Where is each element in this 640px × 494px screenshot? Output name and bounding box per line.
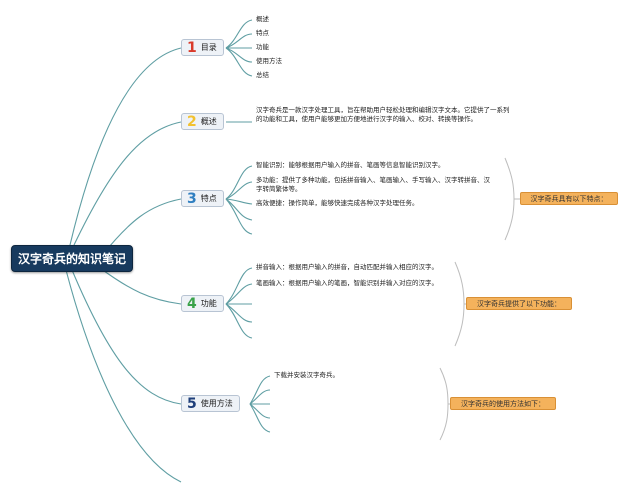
summary-4[interactable]: 汉字奇兵提供了以下功能： (466, 297, 572, 310)
leaf-1-2[interactable]: 特点 (256, 29, 269, 37)
bracket-5 (439, 367, 449, 441)
branch-node-1[interactable]: 1 目录 (181, 39, 224, 56)
branch-label-4: 功能 (200, 299, 217, 308)
branch-label-2: 概述 (200, 117, 217, 126)
leaf-5-1[interactable]: 下载并安装汉字奇兵。 (274, 371, 339, 379)
edge-root-5 (71, 269, 182, 405)
branch-number-3: 3 (187, 190, 197, 207)
leaf-4-2[interactable]: 笔画输入：根据用户输入的笔画，智能识别并输入对应的汉字。 (256, 279, 438, 287)
edge-root-2 (73, 121, 182, 246)
summary-5[interactable]: 汉字奇兵的使用方法如下： (450, 397, 556, 410)
edge-root-6 (65, 269, 182, 483)
leaf-1-1[interactable]: 概述 (256, 15, 269, 23)
bracket-4 (454, 261, 465, 347)
bracket-3 (504, 157, 515, 241)
leaf-3-1[interactable]: 智能识别：能够根据用户输入的拼音、笔画等信息智能识别汉字。 (256, 161, 445, 169)
branch-node-2[interactable]: 2 概述 (181, 113, 224, 130)
branch-label-1: 目录 (200, 43, 217, 52)
overview-text[interactable]: 汉字奇兵是一款汉字处理工具，旨在帮助用户轻松处理和编辑汉字文本。它提供了一系列的… (256, 106, 510, 123)
summary-3[interactable]: 汉字奇兵具有以下特点： (520, 192, 618, 205)
leaf-1-4[interactable]: 使用方法 (256, 57, 282, 65)
leaf-4-1[interactable]: 拼音输入：根据用户输入的拼音，自动匹配并输入相应的汉字。 (256, 263, 438, 271)
branch-node-3[interactable]: 3 特点 (181, 190, 224, 207)
leaf-3-2[interactable]: 多功能：提供了多种功能，包括拼音输入、笔画输入、手写输入、汉字转拼音、汉字转简繁… (256, 176, 490, 193)
edge-root-1 (69, 47, 182, 246)
leaf-3-3[interactable]: 高效便捷：操作简单，能够快速完成各种汉字处理任务。 (256, 199, 419, 207)
root-label: 汉字奇兵的知识笔记 (17, 252, 126, 266)
branch-number-2: 2 (187, 113, 197, 130)
leaf-1-5[interactable]: 总结 (256, 71, 269, 79)
leaf-1-3[interactable]: 功能 (256, 43, 269, 51)
branch-number-4: 4 (187, 295, 197, 312)
branch-number-1: 1 (187, 39, 197, 56)
branch-number-5: 5 (187, 395, 197, 412)
branch-label-5: 使用方法 (200, 399, 233, 408)
branch-label-3: 特点 (200, 194, 217, 203)
branch-node-5[interactable]: 5 使用方法 (181, 395, 240, 412)
branch-node-4[interactable]: 4 功能 (181, 295, 224, 312)
root-node[interactable]: 汉字奇兵的知识笔记 (11, 245, 133, 272)
edge-root-4 (99, 267, 182, 305)
